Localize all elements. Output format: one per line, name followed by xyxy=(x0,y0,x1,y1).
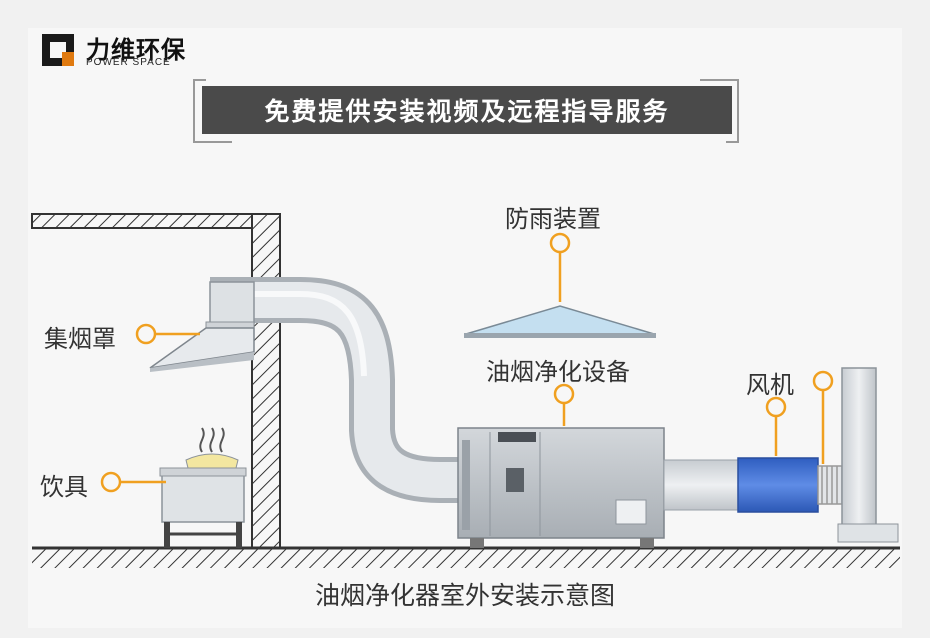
banner-frame xyxy=(193,79,739,143)
chimney-stack xyxy=(837,367,899,543)
stove xyxy=(159,427,247,548)
building-structure xyxy=(31,213,281,551)
purifier-callout-marker xyxy=(553,383,575,405)
stove-label: 饮具 xyxy=(40,473,88,501)
diagram-caption: 油烟净化器室外安装示意图 xyxy=(314,581,615,610)
rain-cover-label: 防雨装置 xyxy=(505,205,601,233)
exhaust-hood xyxy=(149,281,255,372)
purifier-label: 油烟净化设备 xyxy=(486,358,630,386)
fan-callout-marker xyxy=(765,396,787,418)
rain-cover-callout-marker xyxy=(549,232,571,254)
rain-cover xyxy=(464,305,656,338)
exhaust-duct xyxy=(210,277,470,503)
hood-callout-marker xyxy=(135,323,157,345)
brand-logo: 力维环保 POWER SPACE xyxy=(40,30,210,70)
chimney-callout-marker xyxy=(812,370,834,392)
logo-name-cn: 力维环保 xyxy=(86,36,186,64)
ground xyxy=(32,546,900,568)
fan-label: 风机 xyxy=(746,371,794,399)
logo-name-en: POWER SPACE xyxy=(86,57,171,68)
logo-mark-icon xyxy=(42,34,74,66)
purifier-unit xyxy=(457,427,665,548)
callout-leaders xyxy=(100,232,834,493)
hood-label: 集烟罩 xyxy=(44,325,116,353)
stove-callout-marker xyxy=(100,471,122,493)
outlet-duct xyxy=(663,457,845,513)
service-banner: 免费提供安装视频及远程指导服务 xyxy=(202,86,732,134)
